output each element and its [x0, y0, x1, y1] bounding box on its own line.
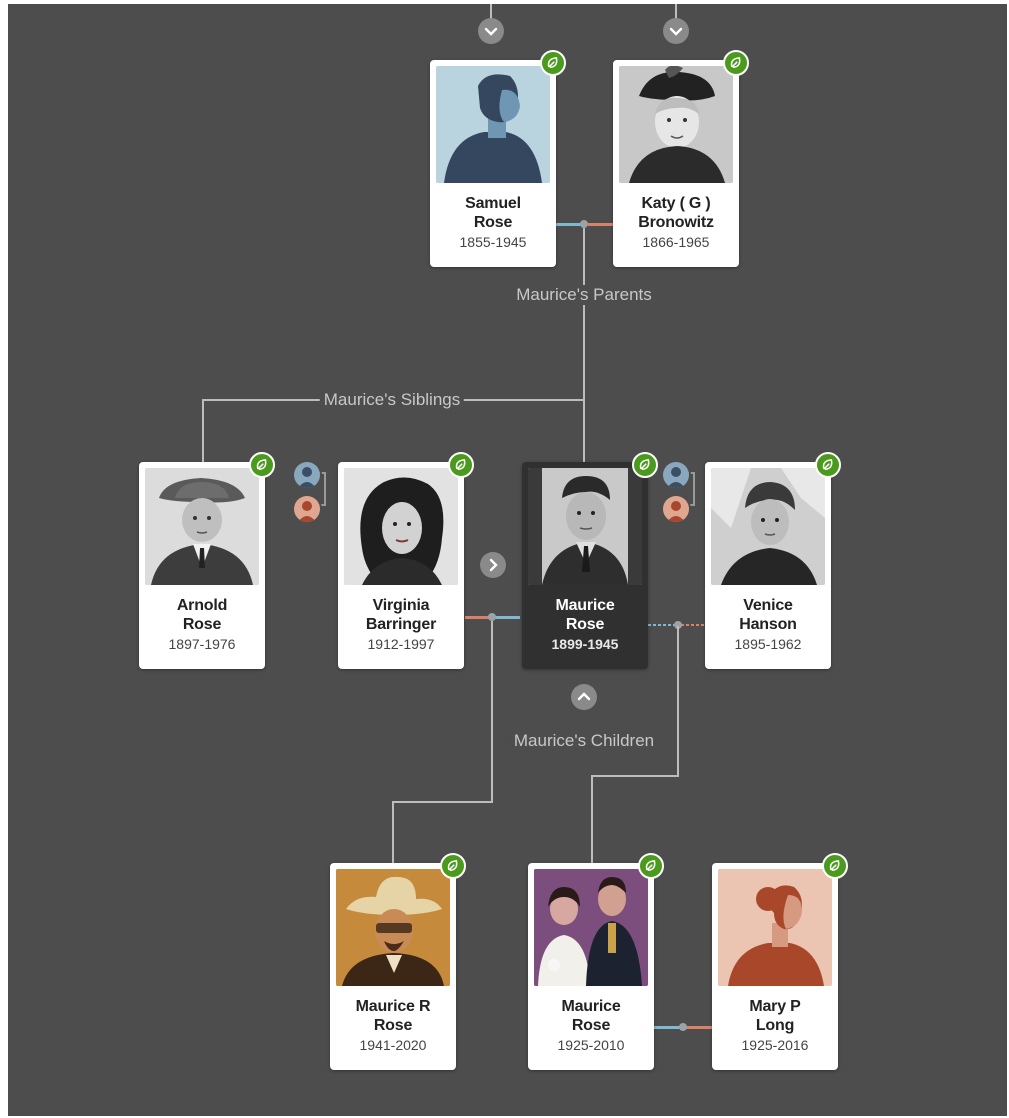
- profile-photo: [436, 66, 550, 183]
- person-first-name: Mary P: [749, 998, 801, 1015]
- chevron-up-icon: [577, 692, 591, 701]
- person-card-venice-hanson[interactable]: Venice Hanson 1895-1962: [705, 452, 841, 669]
- child-line-virginia-down: [491, 621, 493, 803]
- expand-katy-parents-button[interactable]: [663, 18, 689, 44]
- female-spouse-icon: [292, 494, 322, 524]
- profile-photo: [711, 468, 825, 585]
- female-spouse-icon: [661, 494, 691, 524]
- child-line-to-maurice-r: [392, 801, 394, 863]
- parent-expand-line-left: [490, 4, 492, 20]
- person-card-virginia-barringer[interactable]: Virginia Barringer 1912-1997: [338, 452, 474, 669]
- person-card-maurice-rose-1925[interactable]: Maurice Rose 1925-2010: [528, 853, 664, 1070]
- parents-couple-dot: [580, 220, 588, 228]
- person-last-name: Rose: [565, 616, 605, 633]
- female-silhouette-icon: [718, 869, 832, 986]
- child-line-venice-down: [677, 626, 679, 777]
- leaf-hint-icon[interactable]: [822, 853, 848, 879]
- child-line-virginia-across: [392, 801, 493, 803]
- person-last-name: Long: [755, 1017, 795, 1034]
- person-card-maurice-r-rose[interactable]: Maurice R Rose 1941-2020: [330, 853, 466, 1070]
- parents-couple-line-male: [556, 223, 583, 226]
- parents-couple-line-female: [588, 223, 614, 226]
- person-first-name: Virginia: [372, 597, 430, 614]
- person-last-name: Rose: [473, 214, 513, 231]
- person-lifespan: 1895-1962: [734, 636, 802, 652]
- profile-photo: [528, 468, 642, 585]
- person-last-name: Rose: [373, 1017, 413, 1034]
- leaf-hint-icon[interactable]: [632, 452, 658, 478]
- person-first-name: Maurice R: [355, 998, 431, 1015]
- spouse-switch-icon[interactable]: [292, 460, 326, 524]
- person-card-mary-p-long[interactable]: Mary P Long 1925-2016: [712, 853, 848, 1070]
- male-silhouette-icon: [436, 66, 550, 183]
- family-tree-canvas[interactable]: Maurice's Parents Maurice's Siblings Mau…: [8, 4, 1007, 1116]
- chevron-right-icon: [489, 558, 498, 572]
- person-first-name: Maurice: [561, 998, 621, 1015]
- person-last-name: Hanson: [739, 616, 797, 633]
- person-lifespan: 1925-2010: [557, 1037, 625, 1053]
- venice-couple-line-male: [648, 624, 675, 626]
- person-first-name: Arnold: [176, 597, 228, 614]
- leaf-hint-icon[interactable]: [540, 50, 566, 76]
- person-lifespan: 1925-2016: [741, 1037, 809, 1053]
- leaf-hint-icon[interactable]: [723, 50, 749, 76]
- leaf-hint-icon[interactable]: [815, 452, 841, 478]
- children-group-label: Maurice's Children: [509, 731, 659, 751]
- person-lifespan: 1866-1965: [642, 234, 710, 250]
- leaf-hint-icon[interactable]: [440, 853, 466, 879]
- virginia-couple-line-female: [465, 616, 489, 619]
- siblings-to-arnold-line: [202, 399, 204, 462]
- spouse-switch-icon[interactable]: [661, 460, 695, 524]
- profile-photo: [718, 869, 832, 986]
- venice-couple-line-female: [681, 624, 706, 626]
- person-card-arnold-rose[interactable]: Arnold Rose 1897-1976: [139, 452, 275, 669]
- child-line-venice-across: [591, 775, 679, 777]
- virginia-couple-dot: [488, 613, 496, 621]
- male-spouse-icon: [661, 460, 691, 490]
- venice-couple-dot: [674, 621, 682, 629]
- person-lifespan: 1899-1945: [551, 636, 619, 652]
- person-first-name: Venice: [743, 597, 793, 614]
- siblings-group-label: Maurice's Siblings: [319, 390, 465, 410]
- leaf-hint-icon[interactable]: [249, 452, 275, 478]
- profile-photo: [534, 869, 648, 986]
- person-lifespan: 1941-2020: [359, 1037, 427, 1053]
- person-last-name: Barringer: [365, 616, 437, 633]
- male-spouse-icon: [292, 460, 322, 490]
- profile-photo: [344, 468, 458, 585]
- maurice2-couple-dot: [679, 1023, 687, 1031]
- person-first-name: Samuel: [465, 195, 521, 212]
- maurice2-couple-line-male: [654, 1026, 681, 1029]
- person-last-name: Rose: [571, 1017, 611, 1034]
- expand-samuel-parents-button[interactable]: [478, 18, 504, 44]
- person-card-katy-bronowitz[interactable]: Katy ( G ) Bronowitz 1866-1965: [613, 50, 749, 267]
- maurice2-couple-line-female: [686, 1026, 712, 1029]
- virginia-couple-line-male: [495, 616, 520, 619]
- leaf-hint-icon[interactable]: [448, 452, 474, 478]
- person-first-name: Maurice: [555, 597, 615, 614]
- person-card-samuel-rose[interactable]: Samuel Rose 1855-1945: [430, 50, 566, 267]
- expand-virginia-button[interactable]: [480, 552, 506, 578]
- chevron-down-icon: [484, 27, 498, 36]
- person-last-name: Rose: [182, 616, 222, 633]
- child-line-to-maurice-2: [591, 775, 593, 863]
- person-lifespan: 1855-1945: [459, 234, 527, 250]
- person-last-name: Bronowitz: [638, 214, 714, 231]
- person-first-name: Katy ( G ): [641, 195, 711, 212]
- profile-photo: [336, 869, 450, 986]
- parents-group-label: Maurice's Parents: [512, 285, 656, 305]
- parents-to-maurice-line: [583, 228, 585, 462]
- person-lifespan: 1897-1976: [168, 636, 236, 652]
- collapse-children-button[interactable]: [571, 684, 597, 710]
- person-lifespan: 1912-1997: [367, 636, 435, 652]
- chevron-down-icon: [669, 27, 683, 36]
- person-card-maurice-rose-focus[interactable]: Maurice Rose 1899-1945: [522, 452, 658, 669]
- leaf-hint-icon[interactable]: [638, 853, 664, 879]
- parent-expand-line-right: [675, 4, 677, 20]
- profile-photo: [145, 468, 259, 585]
- profile-photo: [619, 66, 733, 183]
